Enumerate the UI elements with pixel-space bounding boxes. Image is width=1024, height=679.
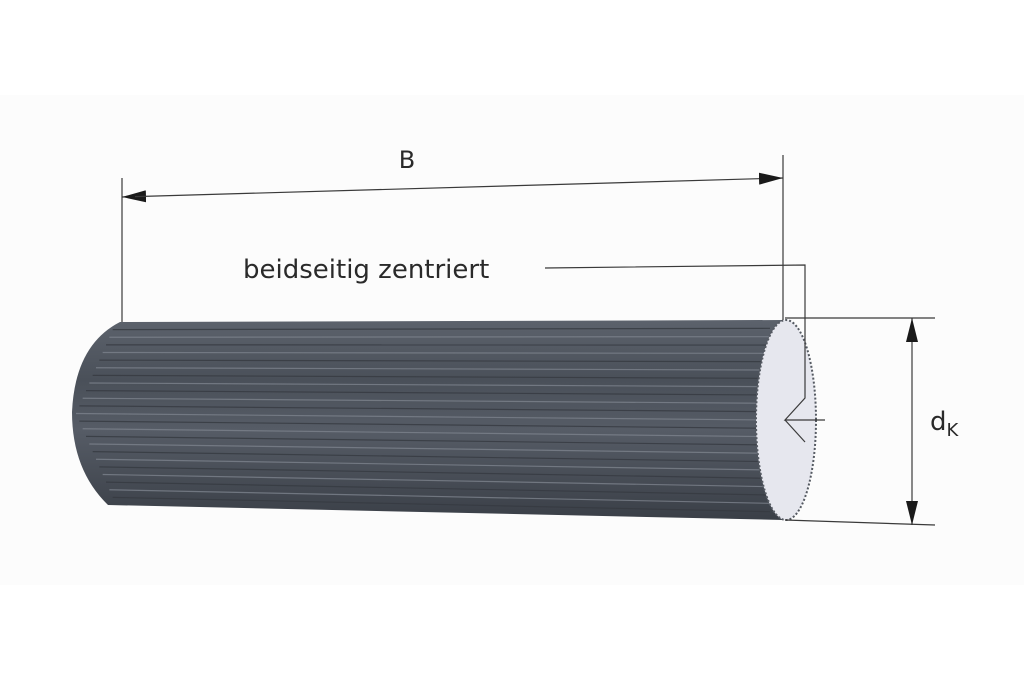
centering-note: beidseitig zentriert: [243, 255, 489, 285]
knurled-cylinder: [72, 319, 817, 521]
knurl-ridge: [82, 397, 771, 404]
knurl-ridge: [82, 428, 771, 438]
knurl-ridge: [109, 336, 771, 338]
dk-main: d: [930, 407, 947, 437]
dimension-dk: [784, 317, 936, 526]
dimension-b: [121, 155, 784, 322]
knurl-ridge: [89, 382, 771, 388]
knurl-ridge: [79, 420, 771, 429]
knurl-ridge: [89, 443, 771, 454]
knurl-ridge: [99, 359, 771, 363]
knurl-ridge: [102, 351, 771, 354]
knurl-ridge: [99, 466, 771, 479]
knurl-ridge: [105, 481, 771, 496]
dimension-dk-label: dK: [930, 407, 960, 441]
knurl-ridge: [92, 451, 771, 463]
knurl-ridge: [112, 327, 771, 331]
knurl-ridge: [95, 458, 771, 471]
dimension-b-label: B: [399, 146, 415, 174]
knurl-ridge: [92, 374, 771, 379]
knurl-ridge: [79, 405, 771, 413]
knurl-ridge: [85, 435, 771, 446]
knurl-ridge: [75, 412, 771, 421]
knurl-ridge: [95, 367, 771, 371]
knurl-ridge: [109, 489, 771, 504]
dk-subscript: K: [947, 420, 960, 441]
knurl-ridge: [102, 473, 771, 488]
knurl-ridge: [85, 390, 771, 396]
knurl-ridge: [112, 496, 771, 513]
centering-leader: [544, 264, 825, 443]
